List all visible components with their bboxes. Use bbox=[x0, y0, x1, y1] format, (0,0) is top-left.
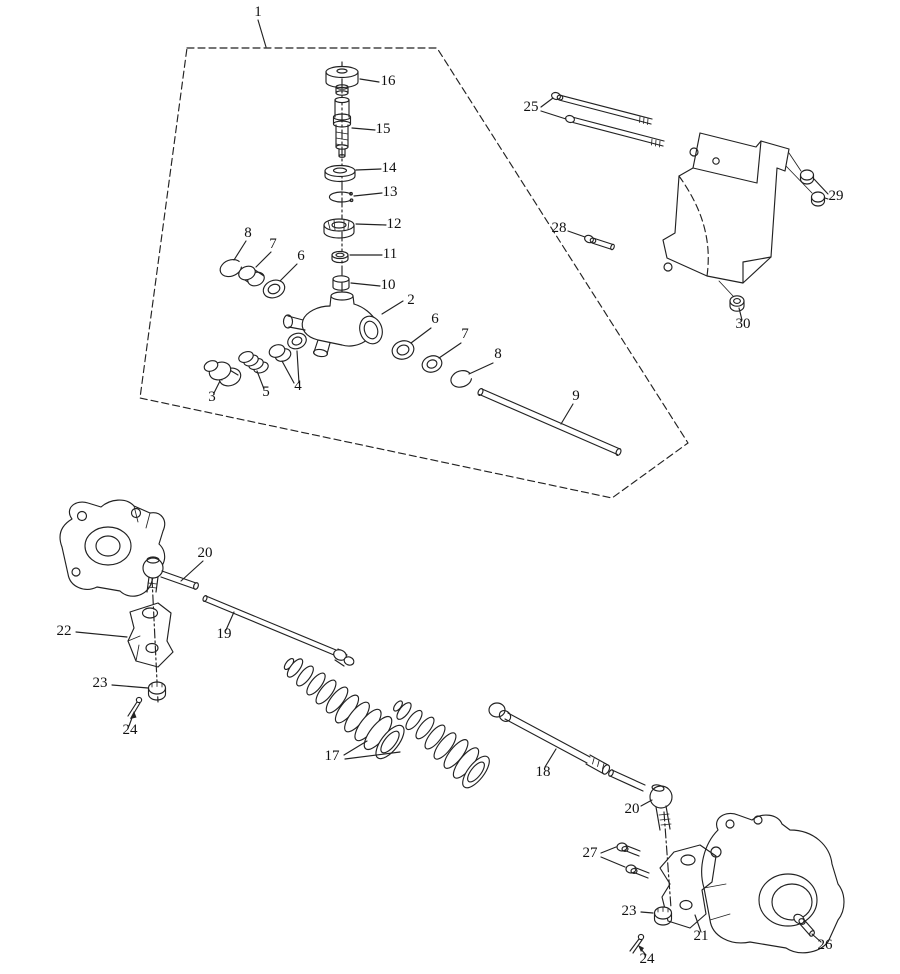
callout-9: 9 bbox=[572, 388, 580, 404]
part-17-boot-right bbox=[393, 700, 490, 789]
part-3-end-plug bbox=[203, 360, 242, 387]
part-8-snap-ring-left bbox=[219, 259, 242, 278]
center-lines bbox=[151, 61, 672, 909]
callout-18: 18 bbox=[536, 764, 551, 780]
callout-13: 13 bbox=[383, 184, 398, 200]
callout-20-right: 20 bbox=[625, 801, 640, 817]
right-steering-knuckle bbox=[701, 812, 845, 954]
callout-7-right: 7 bbox=[461, 326, 469, 342]
callout-8-left: 8 bbox=[244, 225, 252, 241]
callout-27: 27 bbox=[583, 845, 599, 861]
part-12-bearing bbox=[323, 218, 355, 239]
part-6-bushing-right bbox=[391, 340, 415, 360]
callout-11: 11 bbox=[383, 246, 397, 262]
callout-15: 15 bbox=[376, 121, 391, 137]
part-13-snap-ring bbox=[328, 191, 354, 203]
mount-bracket bbox=[662, 132, 813, 297]
part-30-nut bbox=[729, 295, 745, 312]
callout-6-right: 6 bbox=[431, 311, 439, 327]
callout-25: 25 bbox=[524, 99, 539, 115]
part-5-spring bbox=[238, 351, 269, 374]
leader-lines bbox=[75, 19, 829, 956]
callout-28: 28 bbox=[552, 220, 567, 236]
part-17-boot-left bbox=[283, 657, 405, 760]
part-25-bolts bbox=[550, 91, 665, 148]
part-23-castle-nut-left bbox=[147, 681, 167, 701]
part-6-bushing-left bbox=[262, 279, 286, 299]
part-7-washer-right bbox=[421, 355, 443, 373]
callout-24-right: 24 bbox=[640, 951, 656, 967]
part-28-bolt bbox=[584, 234, 615, 251]
part-7-bushing-left bbox=[238, 265, 265, 287]
callout-19: 19 bbox=[217, 626, 232, 642]
callout-4: 4 bbox=[294, 378, 302, 394]
part-18-inner-tie-rod bbox=[488, 702, 611, 775]
left-steering-knuckle bbox=[59, 499, 166, 597]
part-26-bolt bbox=[793, 913, 815, 937]
gear-assembly-boundary bbox=[139, 47, 689, 499]
callout-23-left: 23 bbox=[93, 675, 108, 691]
callout-14: 14 bbox=[382, 160, 398, 176]
callout-12: 12 bbox=[387, 216, 402, 232]
callout-7-left: 7 bbox=[269, 236, 277, 252]
callout-2: 2 bbox=[407, 292, 415, 308]
callout-3: 3 bbox=[208, 389, 216, 405]
callout-labels: 1 16 15 14 13 12 11 10 2 8 7 6 3 5 4 6 7… bbox=[57, 4, 844, 967]
part-2-pinion-housing bbox=[282, 291, 383, 358]
part-21-bracket bbox=[659, 844, 717, 929]
part-16-cap bbox=[325, 65, 359, 96]
callout-16: 16 bbox=[381, 73, 397, 89]
part-15-input-shaft bbox=[332, 96, 352, 158]
part-4-rack-guide bbox=[268, 332, 307, 362]
callout-8-right: 8 bbox=[494, 346, 502, 362]
callout-6-left: 6 bbox=[297, 248, 305, 264]
callout-22: 22 bbox=[57, 623, 72, 639]
part-20-tie-rod-end-right bbox=[608, 769, 673, 831]
callout-5: 5 bbox=[262, 384, 270, 400]
part-29-nuts bbox=[799, 169, 826, 207]
part-8-snap-ring-right bbox=[450, 370, 473, 388]
part-24-cotter-pin-right bbox=[629, 933, 645, 954]
callout-10: 10 bbox=[381, 277, 396, 293]
callout-1: 1 bbox=[254, 4, 262, 20]
part-14-washer bbox=[324, 164, 356, 183]
callout-23-right: 23 bbox=[622, 903, 637, 919]
part-23-castle-nut-right bbox=[653, 906, 673, 926]
callout-20-left: 20 bbox=[198, 545, 213, 561]
part-22-bracket bbox=[127, 602, 174, 668]
part-20-tie-rod-end-left bbox=[142, 556, 199, 593]
part-10-spacer bbox=[332, 275, 350, 291]
part-19-rack-rod bbox=[202, 595, 355, 667]
callout-29: 29 bbox=[829, 188, 844, 204]
part-11-nut bbox=[331, 250, 349, 264]
callout-26: 26 bbox=[818, 937, 834, 953]
callout-21: 21 bbox=[694, 928, 709, 944]
callout-30: 30 bbox=[736, 316, 751, 332]
part-9-rack-bar bbox=[477, 388, 622, 456]
part-27-bolts bbox=[616, 842, 650, 879]
callout-24-left: 24 bbox=[123, 722, 139, 738]
callout-17: 17 bbox=[325, 748, 341, 764]
